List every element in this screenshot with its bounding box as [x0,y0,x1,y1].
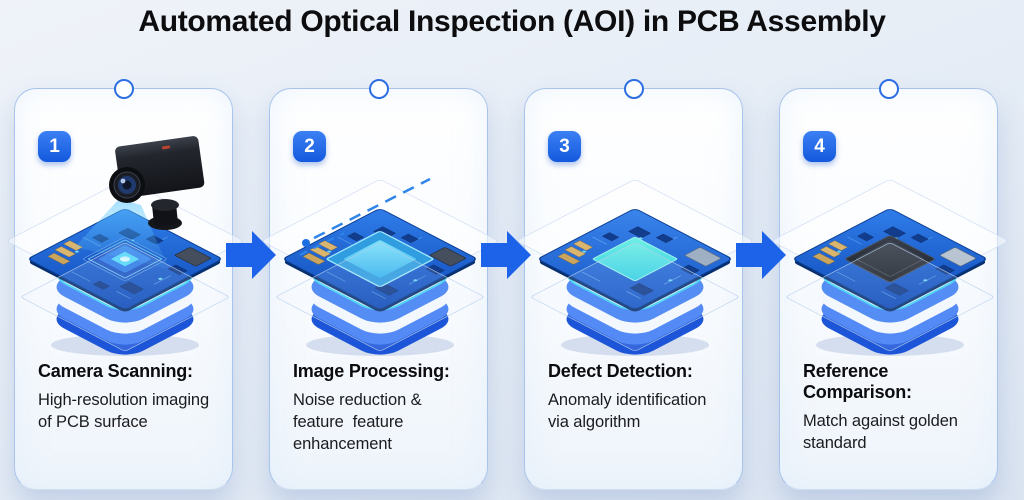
flow-gap [736,88,786,490]
step-text-block: Reference Comparison: Match against gold… [803,361,989,454]
step-description: Anomaly identification via algorithm [548,391,707,431]
step-title: Image Processing: [293,361,450,381]
flow-gap [226,88,276,490]
page-title: Automated Optical Inspection (AOI) in PC… [138,5,886,38]
step-title: Camera Scanning: [38,361,193,381]
step-description: Match against golden standard [803,412,958,452]
right-arrow-icon [481,231,531,279]
step-card-reference-comparison: 4 [772,79,1008,490]
process-flow: 1 [7,79,1008,490]
step-number-badge: 1 [38,131,71,162]
flow-gap [481,88,531,490]
camera-scanning-pcb-illustration [7,121,243,357]
image-processing-pcb-illustration [262,121,498,357]
reference-comparison-pcb-illustration [772,121,1008,357]
connector-ring-icon [113,79,134,99]
step-text-block: Image Processing: Noise reduction & feat… [293,361,479,455]
step-title: Defect Detection: [548,361,693,381]
right-arrow-icon [736,231,786,279]
connector-ring-icon [623,79,644,99]
step-number-badge: 2 [293,131,326,162]
defect-detection-pcb-illustration [517,121,753,357]
step-text-block: Defect Detection: Anomaly identification… [548,361,734,433]
step-number-badge: 4 [803,131,836,162]
step-card-defect-detection: 3 [517,79,753,490]
step-description: Noise reduction & feature feature enhanc… [293,391,422,453]
step-card-image-processing: 2 [262,79,498,490]
step-title: Reference Comparison: [803,361,912,402]
connector-ring-icon [878,79,899,99]
step-card-camera-scanning: 1 [7,79,243,490]
step-number-badge: 3 [548,131,581,162]
right-arrow-icon [226,231,276,279]
connector-ring-icon [368,79,389,99]
step-text-block: Camera Scanning: High-resolution imaging… [38,361,224,433]
step-description: High-resolution imaging of PCB surface [38,391,210,431]
